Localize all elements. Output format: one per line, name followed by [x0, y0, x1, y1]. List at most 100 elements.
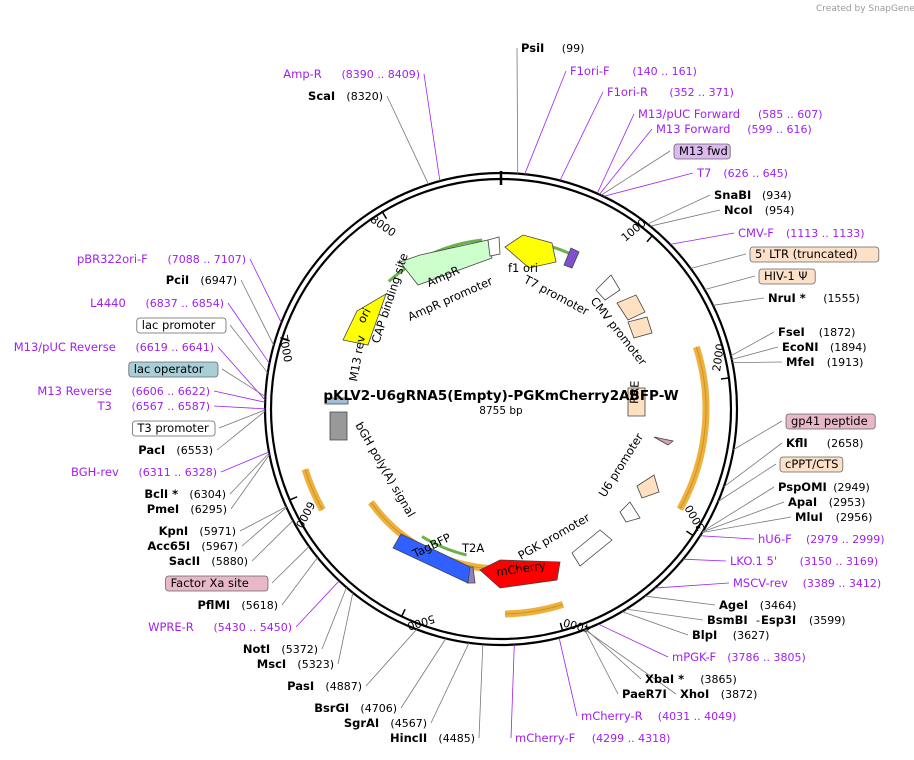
leader-line [621, 611, 689, 636]
label-coord: (5971) [199, 525, 236, 538]
leader-line [702, 516, 792, 533]
rre-block [627, 387, 646, 417]
label-box [779, 456, 844, 473]
label-name: ApaI [788, 495, 817, 509]
label-coord: (5323) [297, 658, 334, 671]
label-name: CMV-F [738, 226, 774, 240]
ltr-block-1 [616, 294, 646, 321]
leader-line [598, 623, 669, 658]
label-pcii: (6947)PciI [166, 273, 237, 287]
label-coord: (3865) [700, 673, 737, 686]
label-coord: (4485) [438, 732, 475, 745]
cmv-promoter-arrow [595, 274, 621, 301]
label-text: cPPT/CTS [785, 457, 838, 471]
label-coord: (1113 .. 1133) [786, 227, 865, 240]
label-name: PspOMI [778, 480, 827, 494]
leader-line [229, 324, 269, 374]
leader-line [240, 279, 275, 346]
label-hu6-f: hU6-F(2979 .. 2999) [758, 532, 885, 546]
label-m13-puc-reverse: (6619 .. 6641)M13/pUC Reverse [14, 340, 214, 354]
leader-line [216, 410, 266, 451]
leader-line [281, 557, 318, 606]
feature-label-mcherry: mCherry [495, 558, 546, 579]
leader-line [251, 520, 294, 562]
lentiviral-band-2 [504, 601, 564, 618]
tick-label: 2000 [710, 343, 727, 373]
label-acc65i: (5967)Acc65I [147, 539, 238, 553]
gp41-block [653, 436, 674, 446]
label-name: EcoNI [782, 340, 818, 354]
label-text: M13 fwd [679, 144, 728, 158]
label-blpi: BlpI(3627) [692, 628, 769, 642]
label-bsrgi: (4706)BsrGI [314, 701, 397, 715]
label-bgh-rev: (6311 .. 6328)BGH-rev [71, 465, 217, 479]
left-labels: (8390 .. 8409)Amp-R(8320)ScaI(7088 .. 71… [14, 67, 475, 745]
leader-line [337, 592, 354, 665]
label-pflmi: (5618)PflMI [198, 598, 278, 612]
label-xhoi: XhoI(3872) [680, 687, 757, 701]
leader-line [596, 113, 635, 194]
label-coord: (5967) [201, 540, 238, 553]
label-name: NcoI [724, 203, 753, 217]
label-pbr322ori-f: (7088 .. 7107)pBR322ori-F [77, 252, 246, 266]
ltr-band-3-edge [304, 469, 324, 511]
label-cppt-cts: cPPT/CTS [779, 456, 844, 473]
label-text: 5' LTR (truncated) [755, 247, 858, 261]
label-coord: (1913) [827, 356, 864, 369]
label-mcherry-r: mCherry-R(4031 .. 4049) [581, 709, 736, 723]
label-name: mPGK-F [672, 650, 716, 664]
label-coord: (6295) [190, 503, 227, 516]
label-name: BGH-rev [71, 465, 119, 479]
leader-line [241, 507, 287, 547]
label-coord: (6304) [189, 488, 226, 501]
label-ncoi: NcoI (954) [724, 203, 794, 217]
leader-line [516, 47, 519, 174]
label-name: F1ori-F [570, 64, 610, 78]
label-paci: (6553)PacI [138, 443, 213, 457]
tick-mark [281, 337, 290, 342]
label-name: F1ori-R [607, 85, 648, 99]
label-name: Amp-R [283, 67, 322, 81]
leader-line [559, 91, 604, 181]
leader-line [220, 451, 270, 473]
label-nrui: NruI *(1555) [768, 291, 860, 305]
label-separator: - [756, 614, 760, 627]
label-text: lac promoter [142, 318, 216, 332]
right-labels: PsiI(99)F1ori-F(140 .. 161)F1ori-R(352 .… [515, 41, 885, 745]
label-coord: (4567) [390, 717, 427, 730]
label-name: M13 Reverse [37, 384, 111, 398]
label-name: HincII [390, 731, 427, 745]
label-pspomi: PspOMI(2949) [778, 480, 870, 494]
label-text: HIV-1 Ψ [764, 269, 807, 283]
label-msci: (5323)MscI [257, 657, 334, 671]
leader-line [510, 644, 515, 739]
label-mpgk-f: mPGK-F (3786 .. 3805) [672, 650, 806, 664]
label-coord: (3786 .. 3805) [727, 651, 806, 664]
mcherry-arrow [479, 559, 561, 589]
leader-line [733, 420, 783, 451]
label-m13-fwd: M13 fwd [673, 143, 731, 160]
label-coord: (934) [762, 189, 792, 202]
label-box [128, 361, 219, 378]
label-esp3i: Esp3I(3599) [761, 613, 846, 627]
leader-line [650, 209, 721, 227]
lentiviral-band-1-edge [679, 346, 707, 510]
lac-operator-block [324, 397, 349, 405]
label-name: BclI * [144, 487, 178, 501]
feature-label-f1-ori: f1 ori [508, 261, 538, 275]
t7-block [563, 247, 580, 269]
label-kfli: KflI(2658) [786, 436, 863, 450]
label-pmei: (6295)PmeI [147, 502, 227, 516]
label-wpre-r: (5430 .. 5450)WPRE-R [148, 620, 292, 634]
label-coord: (3389 .. 3412) [803, 577, 882, 590]
label-coord: (1872) [819, 326, 856, 339]
label-sgrai: (4567)SgrAI [344, 716, 427, 730]
label-text: T3 promoter [136, 421, 209, 435]
snapgene-watermark: Created by SnapGene [816, 4, 914, 14]
label-coord: (954) [765, 204, 795, 217]
label-lac-promoter: lac promoter [136, 317, 227, 334]
label-coord: (6553) [176, 444, 213, 457]
label-name: KpnI [159, 524, 189, 538]
label-coord: (8390 .. 8409) [341, 68, 420, 81]
